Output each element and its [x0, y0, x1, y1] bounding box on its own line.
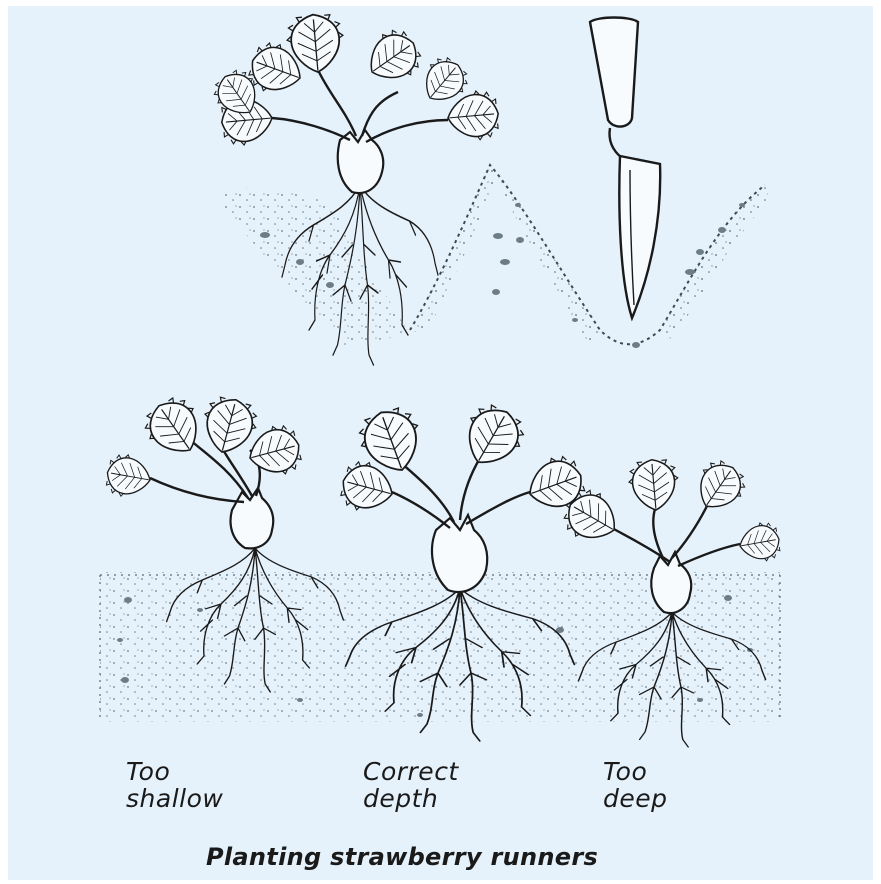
label-too-shallow: Too shallow — [126, 758, 223, 812]
label-too-shallow-line2: shallow — [126, 785, 223, 812]
label-correct-depth-line2: depth — [363, 785, 459, 812]
label-correct-depth: Correct depth — [363, 758, 459, 812]
label-too-deep-line2: deep — [603, 785, 668, 812]
label-correct-depth-line1: Correct — [363, 758, 459, 785]
label-too-shallow-line1: Too — [126, 758, 223, 785]
label-too-deep-line1: Too — [603, 758, 668, 785]
figure-caption: Planting strawberry runners — [206, 843, 598, 871]
background-panel — [8, 6, 873, 880]
label-too-deep: Too deep — [603, 758, 668, 812]
